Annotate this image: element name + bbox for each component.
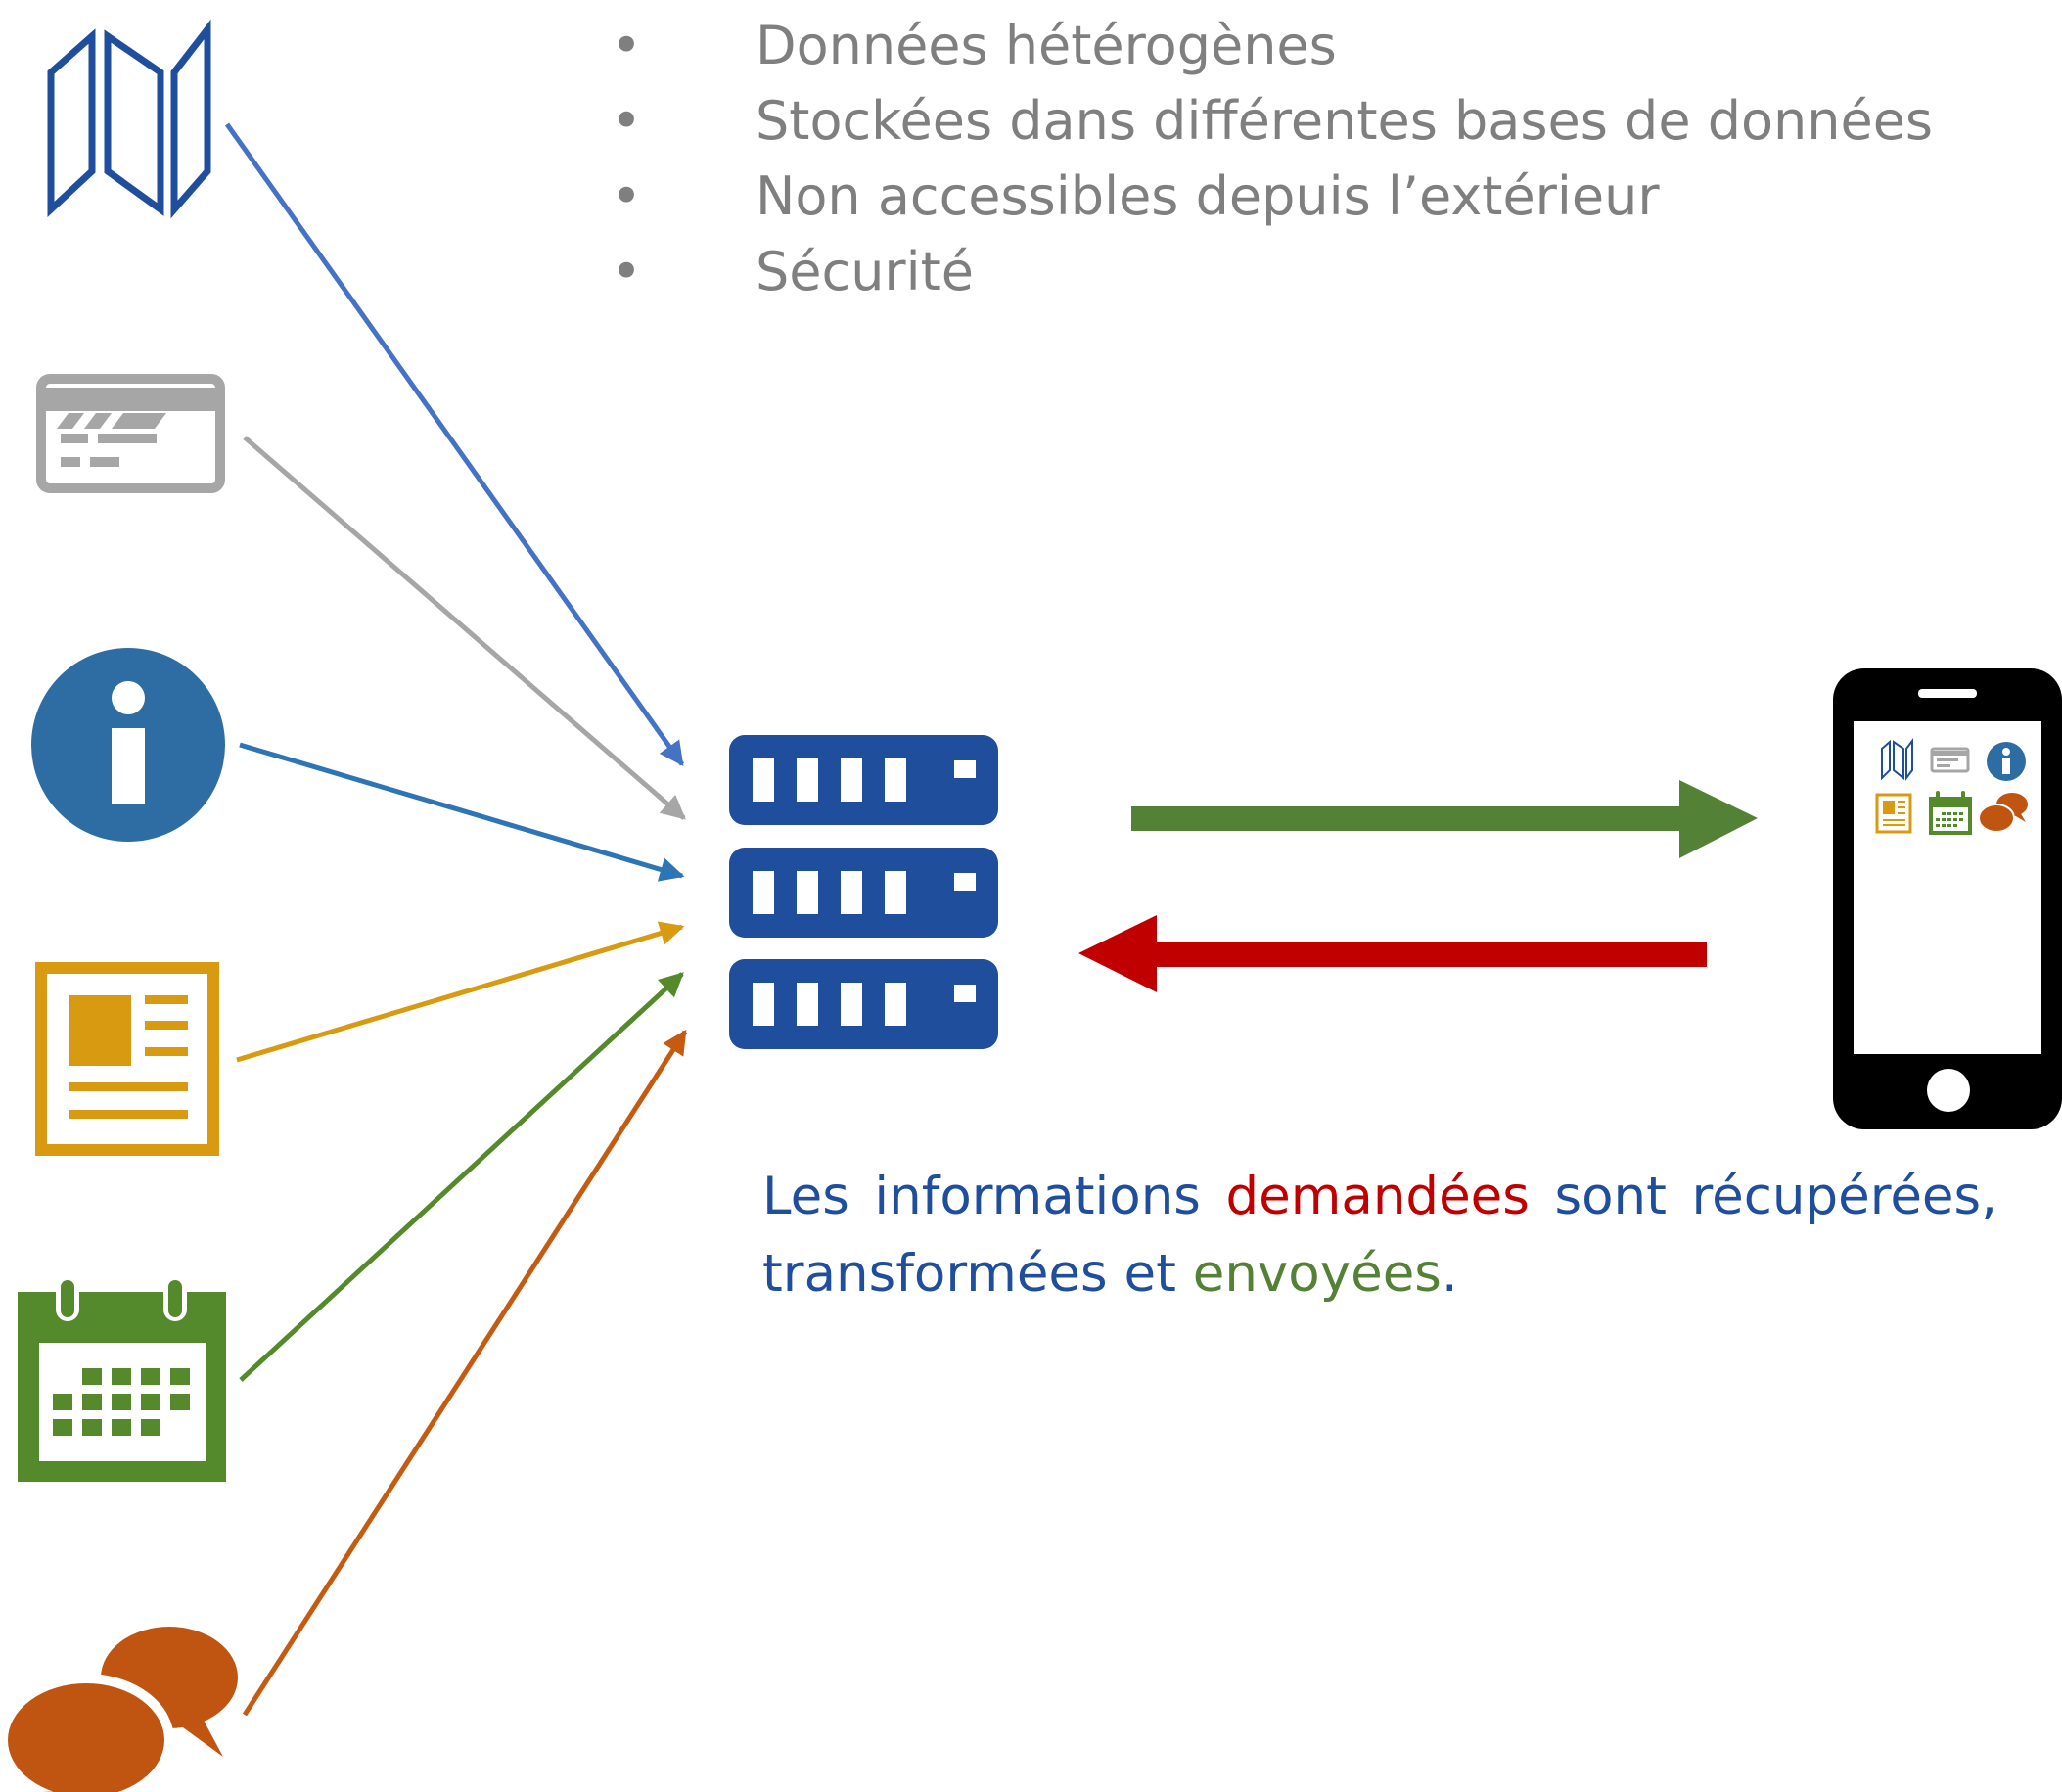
- arrow-news-to-server: [236, 921, 685, 1063]
- phone-card-icon: [1930, 747, 1970, 773]
- bullet-marker: •: [611, 241, 642, 302]
- bullet-item: • Données hétérogènes: [607, 8, 1933, 83]
- caption-sent: envoyées: [1192, 1244, 1442, 1304]
- bullet-marker: •: [611, 165, 642, 227]
- send-arrow: [1131, 780, 1758, 858]
- phone-calendar-icon: [1929, 791, 1972, 835]
- smartphone-icon: [1833, 668, 2062, 1129]
- bullet-text: Stockées dans différentes bases de donné…: [756, 90, 1934, 152]
- bullet-marker: •: [611, 15, 642, 76]
- arrow-card-to-server: [243, 436, 686, 820]
- chat-icon: [0, 1627, 238, 1792]
- map-icon: [47, 19, 211, 219]
- phone-newspaper-icon: [1875, 793, 1912, 834]
- caption-text: Les informations demandées sont récupéré…: [762, 1158, 1997, 1312]
- newspaper-icon: [35, 962, 219, 1156]
- arrow-info-to-server: [239, 742, 685, 882]
- phone-map-icon: [1881, 738, 1913, 781]
- arrow-map-to-server: [224, 122, 685, 767]
- bullet-marker: •: [611, 90, 642, 152]
- bullet-item: • Sécurité: [607, 234, 1933, 309]
- caption-requested: demandées: [1225, 1167, 1530, 1226]
- arrow-calendar-to-server: [239, 972, 684, 1382]
- bullet-text: Non accessibles depuis l’extérieur: [756, 165, 1660, 227]
- bullet-text: Sécurité: [756, 241, 975, 302]
- phone-chat-icon: [1978, 793, 2028, 833]
- arrow-chat-to-server: [242, 1029, 688, 1717]
- calendar-icon: [18, 1276, 226, 1482]
- info-icon: [31, 648, 225, 842]
- bullet-item: • Non accessibles depuis l’extérieur: [607, 159, 1933, 234]
- caption-part-3: .: [1441, 1244, 1458, 1304]
- server-icon: [729, 735, 998, 1049]
- card-icon: [36, 374, 225, 493]
- bullet-item: • Stockées dans différentes bases de donn…: [607, 83, 1933, 159]
- caption-part-1: Les informations: [762, 1167, 1226, 1226]
- request-arrow: [1078, 915, 1707, 992]
- caption-part-2: sont récupérées, transformées et: [762, 1167, 1997, 1304]
- bullet-text: Données hétérogènes: [756, 15, 1337, 76]
- bullet-list: • Données hétérogènes • Stockées dans diff…: [607, 8, 1933, 309]
- phone-info-icon: [1987, 742, 2026, 781]
